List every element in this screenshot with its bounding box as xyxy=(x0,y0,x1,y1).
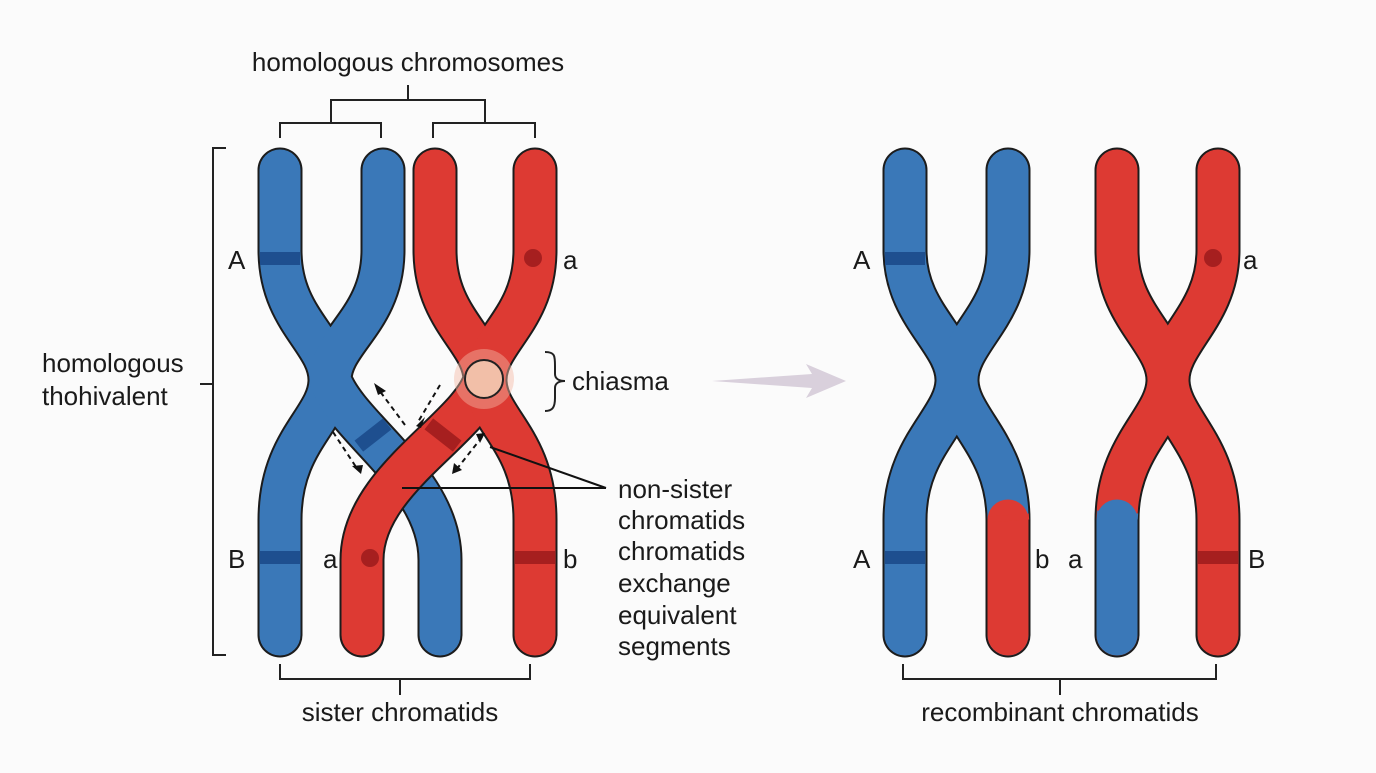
chiasma-label: chiasma xyxy=(572,366,669,396)
allele-b-left: b xyxy=(563,544,577,574)
blue-chromosome-right xyxy=(882,147,1031,658)
allele-a-right-cross: a xyxy=(1068,544,1083,574)
allele-b-right: b xyxy=(1035,544,1049,574)
nonsister-line-1: non-sister xyxy=(618,474,732,504)
nonsister-line-3: chromatids xyxy=(618,536,745,566)
sister-chromatids-bracket xyxy=(279,664,531,695)
recombinant-chromatids-label: recombinant chromatids xyxy=(921,697,1198,727)
chiasma-brace xyxy=(544,351,566,412)
locus-dot-a-cross xyxy=(361,549,379,567)
homologous-chromosomes-label: homologous chromosomes xyxy=(252,47,564,77)
locus-band-A-right-bottom xyxy=(885,551,925,564)
allele-A-right-top: A xyxy=(853,245,871,275)
nonsister-line-4: exchange xyxy=(618,568,731,598)
allele-a-left-top: a xyxy=(563,245,578,275)
allele-B-left: B xyxy=(228,544,245,574)
nonsister-line-5: equivalent xyxy=(618,600,737,630)
locus-dot-a-right xyxy=(1204,249,1222,267)
crossover-band-blue xyxy=(354,418,392,452)
locus-band-A xyxy=(260,252,300,265)
locus-dot-a-top xyxy=(524,249,542,267)
crossover-band-red xyxy=(424,418,462,452)
allele-A-right-bottom: A xyxy=(853,544,871,574)
allele-A-left: A xyxy=(228,245,246,275)
exchange-arrowheads xyxy=(352,383,485,474)
locus-band-B-right xyxy=(1198,551,1238,564)
red-chromosome-right xyxy=(1094,147,1241,658)
locus-band-B xyxy=(260,551,300,564)
transition-arrow xyxy=(712,364,846,398)
homologous-label-line2: thohivalent xyxy=(42,381,169,411)
homologous-chromosomes-bracket xyxy=(279,85,536,138)
homologous-bivalent-bracket xyxy=(200,147,226,656)
nonsister-line-2: chromatids xyxy=(618,505,745,535)
blue-chromosome-left xyxy=(257,147,463,658)
allele-a-right-top: a xyxy=(1243,245,1258,275)
locus-band-b xyxy=(515,551,555,564)
chiasma-circle xyxy=(464,359,504,399)
nonsister-pointer-lines xyxy=(402,446,607,489)
nonsister-label: non-sister chromatids chromatids exchang… xyxy=(618,474,745,661)
sister-chromatids-label: sister chromatids xyxy=(302,697,499,727)
homologous-label-line1: homologous xyxy=(42,348,184,378)
allele-B-right: B xyxy=(1248,544,1265,574)
locus-band-A-right-top xyxy=(885,252,925,265)
nonsister-line-6: segments xyxy=(618,631,731,661)
allele-a-left-cross: a xyxy=(323,544,338,574)
recombinant-chromatids-bracket xyxy=(902,664,1217,695)
